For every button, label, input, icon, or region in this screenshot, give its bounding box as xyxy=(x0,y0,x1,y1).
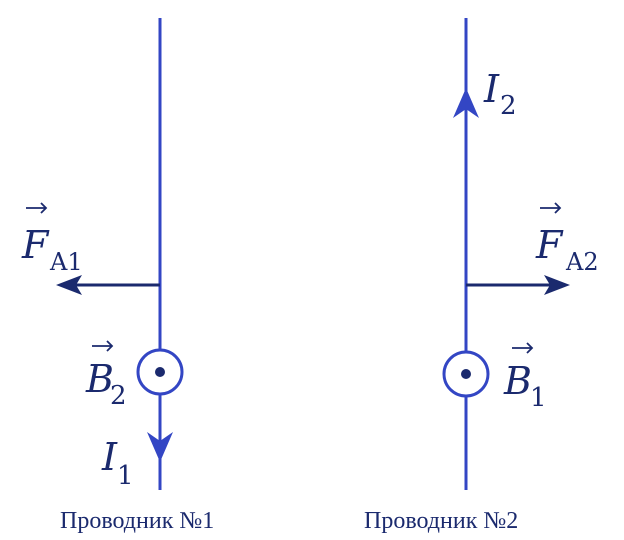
field-1-dot-out-icon xyxy=(442,350,490,398)
field-2-letter: B xyxy=(85,357,114,401)
field-1-letter: B xyxy=(503,359,532,403)
field-2-dot-out-icon xyxy=(136,348,184,396)
conductor-1 xyxy=(56,18,184,490)
force-2-letter: F xyxy=(535,223,564,267)
force-2-subscript: A2 xyxy=(565,248,599,276)
current-2-subscript: 2 xyxy=(500,91,517,121)
field-2-label: B 2 xyxy=(85,340,127,411)
field-1-subscript: 1 xyxy=(530,383,547,413)
vector-arrow-icon xyxy=(540,202,562,214)
force-1-subscript: A1 xyxy=(49,248,83,276)
current-1-subscript: 1 xyxy=(117,461,134,491)
vector-arrow-icon xyxy=(26,202,48,214)
field-1-label: B 1 xyxy=(503,342,547,413)
force-2-arrow xyxy=(466,275,570,295)
current-1-arrow-icon xyxy=(147,432,173,462)
current-1-letter: I xyxy=(101,435,118,479)
force-1-label: F A1 xyxy=(21,202,83,276)
conductor-1-caption: Проводник №1 xyxy=(60,508,214,534)
force-1-arrow xyxy=(56,275,160,295)
vector-arrow-icon xyxy=(512,342,534,354)
conductor-2-caption: Проводник №2 xyxy=(364,508,518,534)
conductor-2 xyxy=(442,18,570,490)
current-2-label: I 2 xyxy=(483,67,517,121)
current-2-letter: I xyxy=(483,67,500,111)
current-1-label: I 1 xyxy=(101,435,134,491)
vector-arrow-icon xyxy=(92,340,114,352)
field-2-subscript: 2 xyxy=(110,381,127,411)
force-1-letter: F xyxy=(21,223,50,267)
current-2-arrow-icon xyxy=(453,88,479,118)
force-2-label: F A2 xyxy=(535,202,599,276)
